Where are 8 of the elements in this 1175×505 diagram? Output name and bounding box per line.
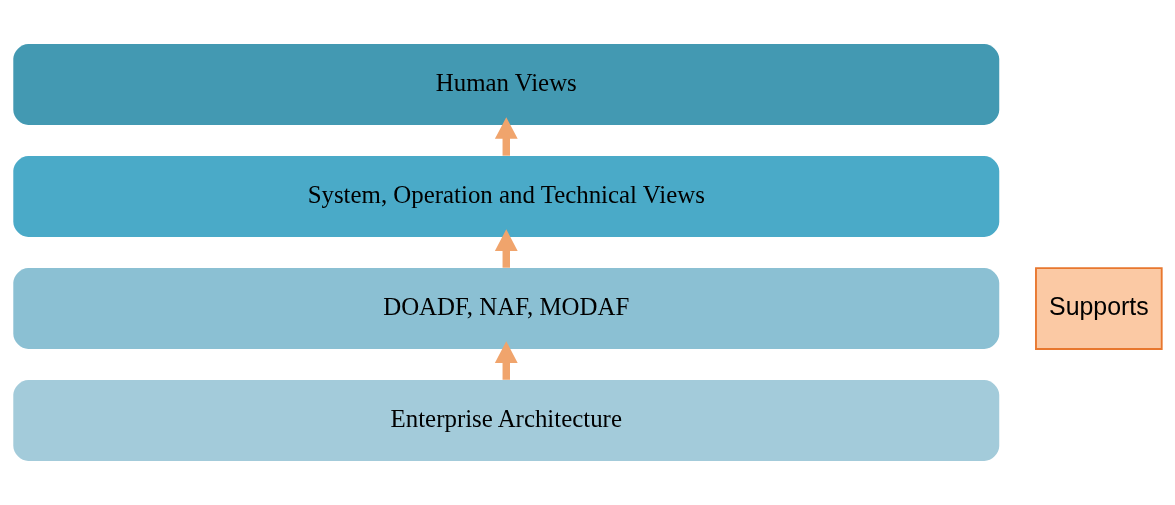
arrow — [494, 341, 518, 380]
node-box: DOADF, NAF, MODAF — [13, 268, 1000, 349]
arrow — [494, 117, 518, 156]
node-box: Human Views — [13, 44, 1000, 125]
arrow — [494, 229, 518, 268]
node-box: Supports — [1035, 267, 1163, 350]
node-box: Enterprise Architecture — [13, 380, 1000, 461]
node-box: System, Operation and Technical Views — [13, 156, 1000, 237]
